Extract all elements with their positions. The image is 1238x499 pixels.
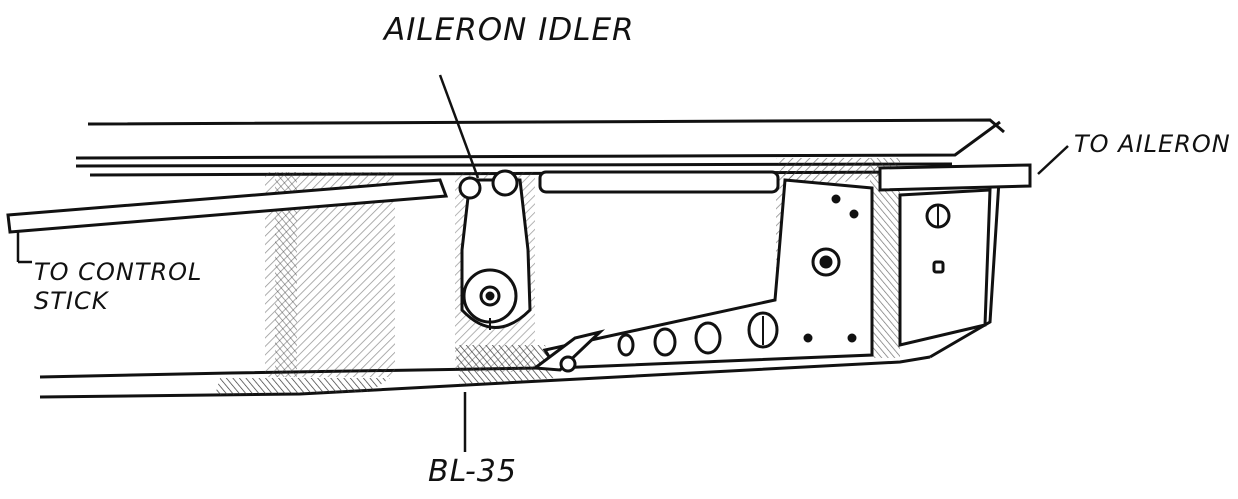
aileron-leader-line <box>1037 145 1069 175</box>
end-rib-fitting <box>898 188 992 347</box>
pushrod-to-control-stick <box>6 178 449 264</box>
to-control-stick-label-line1: TO CONTROL <box>34 258 203 286</box>
aileron-idler-bellcrank <box>458 169 532 330</box>
hatched-rib-left <box>215 172 395 395</box>
lightening-holes <box>617 311 779 357</box>
aileron-idler-label: AILERON IDLER <box>384 12 635 48</box>
to-aileron-label: TO AILERON <box>1074 130 1231 158</box>
to-control-stick-label-line2: STICK <box>34 287 109 315</box>
lower-spar-cap <box>39 164 1002 399</box>
lower-pivot <box>530 329 606 373</box>
station-bl-label: BL-35 <box>428 454 517 489</box>
pushrod-to-aileron <box>538 163 1032 194</box>
idler-leader-line <box>438 74 480 179</box>
